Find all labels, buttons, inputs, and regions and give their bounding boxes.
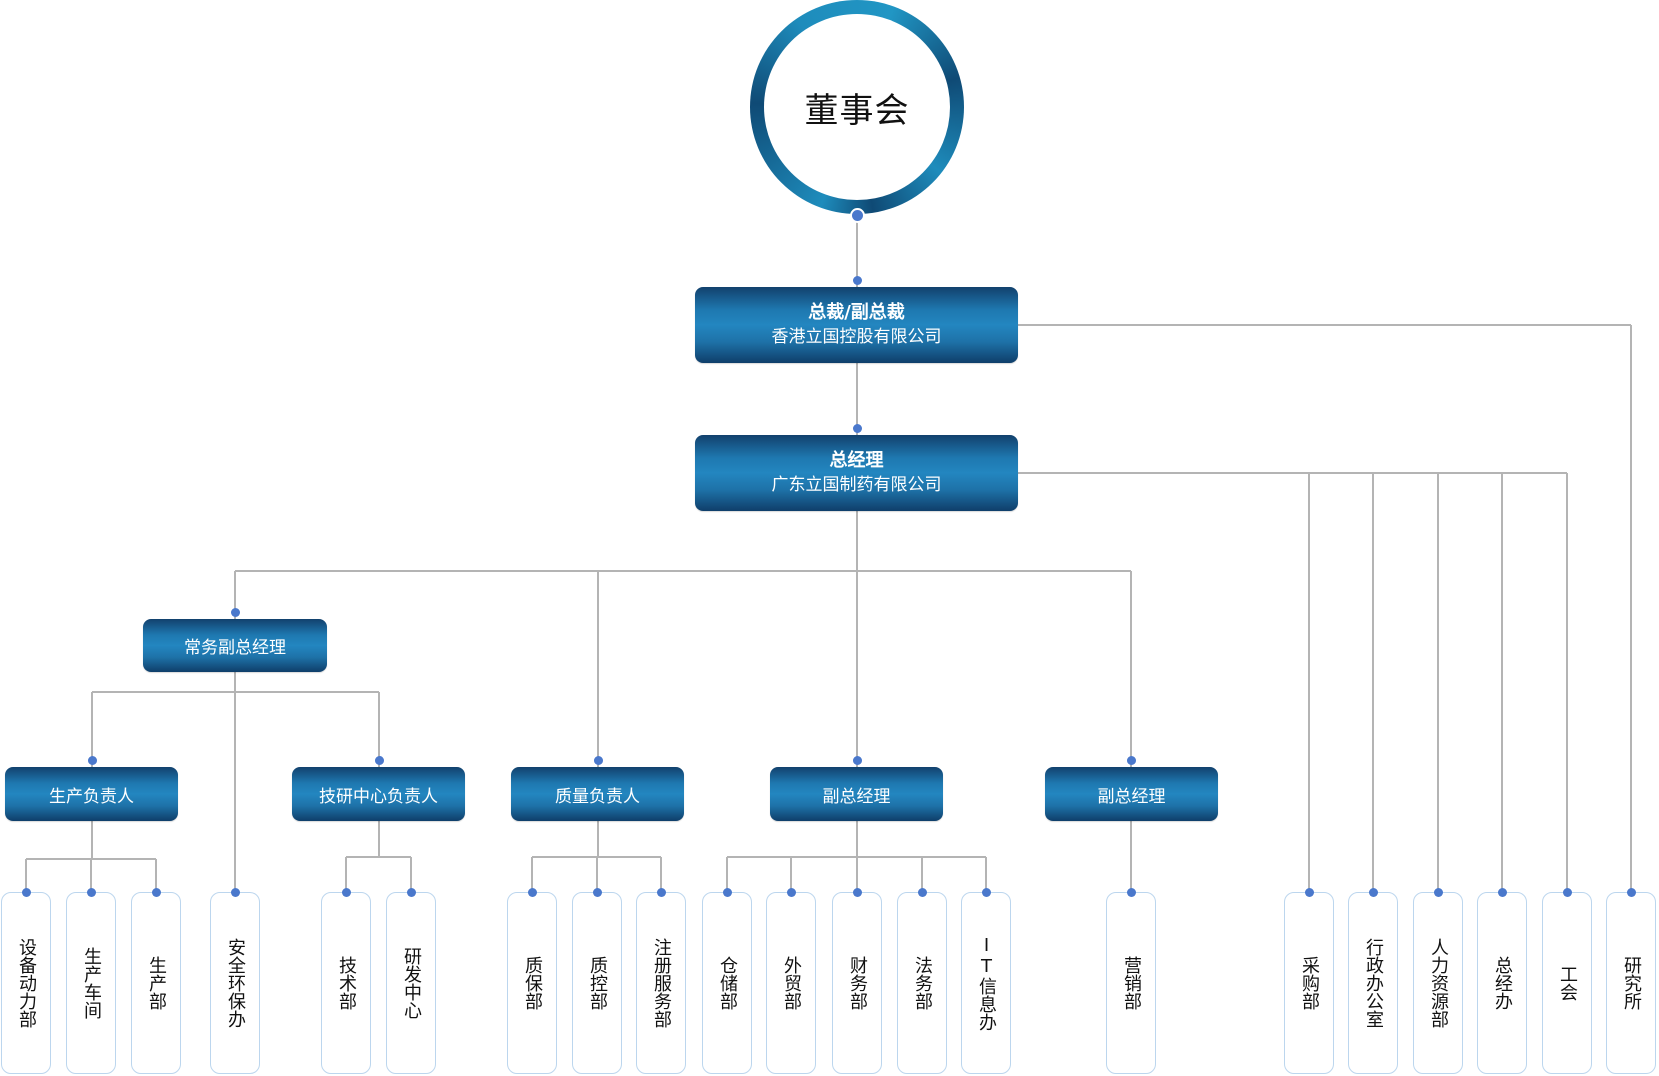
connector-dot bbox=[917, 887, 927, 897]
connector-dot bbox=[230, 607, 240, 617]
connector-dot bbox=[374, 755, 384, 765]
department-box[interactable]: 生产车间 bbox=[66, 892, 116, 1074]
connector-dot bbox=[341, 887, 351, 897]
department-label: 生产部 bbox=[146, 956, 167, 1010]
department-box[interactable]: 工会 bbox=[1542, 892, 1592, 1074]
department-box[interactable]: 人力资源部 bbox=[1413, 892, 1463, 1074]
department-box[interactable]: 财务部 bbox=[832, 892, 882, 1074]
executive-vp-label: 常务副总经理 bbox=[184, 638, 286, 658]
connector-dot bbox=[981, 887, 991, 897]
manager-label: 副总经理 bbox=[822, 786, 891, 807]
department-label: 注册服务部 bbox=[651, 938, 672, 1028]
department-box[interactable]: 注册服务部 bbox=[636, 892, 686, 1074]
connector-dot bbox=[852, 423, 862, 433]
connector-dot bbox=[852, 887, 862, 897]
connector-dot bbox=[592, 887, 602, 897]
department-label: 生产车间 bbox=[81, 947, 102, 1019]
connector-dot bbox=[852, 275, 862, 285]
manager-node-vp-2[interactable]: 副总经理 bbox=[1045, 767, 1218, 821]
connector-dot bbox=[593, 755, 603, 765]
department-box[interactable]: 生产部 bbox=[131, 892, 181, 1074]
department-box[interactable]: 设备动力部 bbox=[1, 892, 51, 1074]
connector-dot bbox=[1626, 887, 1636, 897]
general-manager-title: 总经理 bbox=[829, 450, 884, 471]
connector-dot bbox=[1497, 887, 1507, 897]
manager-label: 生产负责人 bbox=[49, 786, 134, 807]
department-box[interactable]: 研究所 bbox=[1606, 892, 1656, 1074]
department-label: 总经办 bbox=[1492, 956, 1513, 1010]
connector-dot bbox=[1562, 887, 1572, 897]
department-box[interactable]: 法务部 bbox=[897, 892, 947, 1074]
department-box[interactable]: 质控部 bbox=[572, 892, 622, 1074]
connector-dot bbox=[656, 887, 666, 897]
department-label: 质控部 bbox=[587, 956, 608, 1010]
department-box[interactable]: 仓储部 bbox=[702, 892, 752, 1074]
department-label: 营销部 bbox=[1121, 956, 1142, 1010]
board-label: 董事会 bbox=[804, 90, 910, 131]
department-box[interactable]: 研发中心 bbox=[386, 892, 436, 1074]
connector-dot bbox=[852, 755, 862, 765]
department-box[interactable]: 技术部 bbox=[321, 892, 371, 1074]
connector-dot bbox=[87, 755, 97, 765]
department-box[interactable]: 质保部 bbox=[507, 892, 557, 1074]
department-box[interactable]: 采购部 bbox=[1284, 892, 1334, 1074]
connector-dot bbox=[849, 207, 865, 223]
department-label: 仓储部 bbox=[717, 956, 738, 1010]
department-label: 研究所 bbox=[1621, 956, 1642, 1010]
department-label: 行政办公室 bbox=[1363, 938, 1384, 1028]
department-label: 外贸部 bbox=[781, 956, 802, 1010]
department-label: 安全环保办 bbox=[225, 938, 246, 1028]
manager-label: 质量负责人 bbox=[555, 786, 640, 807]
manager-node-vp-1[interactable]: 副总经理 bbox=[770, 767, 943, 821]
department-label: 质保部 bbox=[522, 956, 543, 1010]
president-node[interactable]: 总裁/副总裁 香港立国控股有限公司 bbox=[695, 287, 1018, 363]
president-company: 香港立国控股有限公司 bbox=[771, 327, 942, 347]
connector-dot bbox=[1368, 887, 1378, 897]
board-node[interactable]: 董事会 bbox=[750, 0, 964, 214]
department-label: IT信息办 bbox=[976, 935, 997, 1031]
department-box[interactable]: IT信息办 bbox=[961, 892, 1011, 1074]
connector-dot bbox=[86, 887, 96, 897]
connector-dot bbox=[786, 887, 796, 897]
department-box[interactable]: 外贸部 bbox=[766, 892, 816, 1074]
department-label: 研发中心 bbox=[401, 947, 422, 1019]
department-box[interactable]: 行政办公室 bbox=[1348, 892, 1398, 1074]
general-manager-node[interactable]: 总经理 广东立国制药有限公司 bbox=[695, 435, 1018, 511]
connector-dot bbox=[1304, 887, 1314, 897]
connector-dot bbox=[21, 887, 31, 897]
manager-node-production[interactable]: 生产负责人 bbox=[5, 767, 178, 821]
manager-node-quality[interactable]: 质量负责人 bbox=[511, 767, 684, 821]
department-box[interactable]: 总经办 bbox=[1477, 892, 1527, 1074]
board-inner: 董事会 bbox=[764, 14, 950, 200]
president-title: 总裁/副总裁 bbox=[808, 302, 905, 323]
connector-dot bbox=[722, 887, 732, 897]
manager-label: 副总经理 bbox=[1097, 786, 1166, 807]
manager-node-rnd[interactable]: 技研中心负责人 bbox=[292, 767, 465, 821]
department-label: 工会 bbox=[1557, 965, 1578, 1001]
connector-dot bbox=[1433, 887, 1443, 897]
connector-dot bbox=[406, 887, 416, 897]
department-label: 采购部 bbox=[1299, 956, 1320, 1010]
connector-dot bbox=[1126, 887, 1136, 897]
department-label: 设备动力部 bbox=[16, 938, 37, 1028]
department-box[interactable]: 营销部 bbox=[1106, 892, 1156, 1074]
general-manager-company: 广东立国制药有限公司 bbox=[771, 475, 942, 495]
department-label: 技术部 bbox=[336, 956, 357, 1010]
connector-dot bbox=[1126, 755, 1136, 765]
connector-dot bbox=[151, 887, 161, 897]
department-label: 人力资源部 bbox=[1428, 938, 1449, 1028]
department-box[interactable]: 安全环保办 bbox=[210, 892, 260, 1074]
executive-vp-node[interactable]: 常务副总经理 bbox=[143, 619, 327, 672]
manager-label: 技研中心负责人 bbox=[319, 786, 438, 807]
connector-dot bbox=[527, 887, 537, 897]
connector-dot bbox=[230, 887, 240, 897]
department-label: 财务部 bbox=[847, 956, 868, 1010]
department-label: 法务部 bbox=[912, 956, 933, 1010]
